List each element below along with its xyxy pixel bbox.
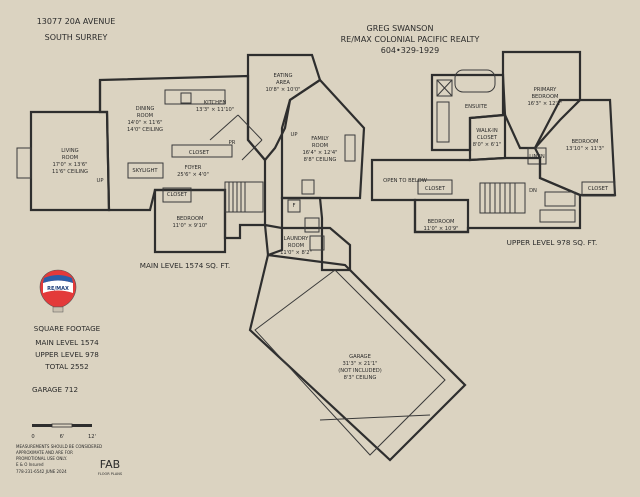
family-label-3: 16'4" × 12'4" [302, 150, 337, 156]
dining-label-2: ROOM [137, 113, 153, 119]
sqft-title: SQUARE FOOTAGE [34, 324, 101, 333]
upper-room-labels: PRIMARY BEDROOM 16'3" × 12'1" ENSUITE WA… [383, 87, 609, 232]
dining-label-1: DINING [136, 106, 155, 112]
bedroom2-label-1: BEDROOM [571, 139, 598, 145]
closet2-label: CLOSET [167, 192, 188, 198]
laundry-label-2: ROOM [288, 243, 304, 249]
upper-stairs [479, 182, 526, 214]
living-label-4: 11'6" CEILING [52, 169, 88, 175]
walkin-label-2: CLOSET [477, 135, 498, 141]
kitchen-label-1: KITCHEN [204, 100, 227, 106]
upper-bedroom3-walls [413, 198, 470, 234]
walkin-label-1: WALK-IN [476, 128, 498, 134]
disclaimer-line-5: 778-231-6542 JUNE 2024 [16, 469, 67, 474]
upper-level-plan [370, 50, 617, 234]
main-stairs [224, 181, 264, 213]
sqft-total: TOTAL 2552 [44, 362, 88, 371]
scale-label-0: 0 [31, 434, 34, 440]
fab-brand-logo: FAB FLOOR PLANS [98, 458, 123, 476]
scale-label-6: 6' [60, 434, 65, 440]
scale-bar: 0 6' 12' [31, 423, 96, 440]
agent-phone: 604•329-1929 [381, 46, 440, 55]
disclaimer-line-4: E & O Insured [16, 462, 44, 467]
main-bedroom-walls [153, 188, 227, 254]
logo-text: RE/MAX [47, 286, 69, 292]
walkin-label-3: 8'0" × 6'1" [473, 142, 501, 148]
family-label-2: ROOM [312, 143, 328, 149]
primary-label-2: BEDROOM [531, 94, 558, 100]
bedroom2-label-2: 13'10" × 11'3" [566, 146, 604, 152]
open-to-below-label: OPEN TO BELOW [383, 178, 427, 184]
foyer-label-1: FOYER [185, 165, 202, 171]
kitchen-label-2: 13'3" × 11'10" [196, 107, 234, 113]
dining-label-3: 14'0" × 11'6" [127, 120, 162, 126]
f-label: F [293, 203, 296, 209]
linen-label: LINEN [529, 154, 545, 160]
upper-level-label: UPPER LEVEL 978 SQ. FT. [507, 238, 598, 247]
brand-name: FAB [100, 458, 120, 471]
eating-label-1: EATING [273, 73, 292, 79]
living-label-1: LIVING [61, 148, 78, 154]
family-label-1: FAMILY [311, 136, 329, 142]
primary-label-1: PRIMARY [534, 87, 558, 93]
dn-label: DN [529, 188, 537, 194]
pr-label: PR [229, 140, 236, 146]
eating-label-2: AREA [276, 80, 290, 86]
sqft-main: MAIN LEVEL 1574 [35, 338, 99, 347]
sqft-garage: GARAGE 712 [32, 385, 78, 394]
garage-walls [248, 253, 467, 462]
garage-plan [248, 253, 467, 462]
hall-walls [263, 223, 284, 257]
disclaimer-line-3: PROMOTIONAL USE ONLY. [16, 456, 67, 461]
upper-closet2-label: CLOSET [588, 186, 609, 192]
foyer-label-2: 25'6" × 4'0" [177, 172, 209, 178]
garage-labels: GARAGE 31'3" × 21'1" (NOT INCLUDED) 8'3"… [338, 354, 382, 381]
dining-label-4: 14'0" CEILING [127, 127, 163, 133]
garage-label-4: 8'3" CEILING [344, 375, 377, 381]
main-room-labels: LIVING ROOM 17'0" × 13'6" 11'6" CEILING … [52, 73, 338, 256]
address-line1: 13077 20A AVENUE [37, 17, 116, 26]
skylight-label: SKYLIGHT [132, 168, 158, 174]
address-line2: SOUTH SURREY [45, 33, 108, 42]
laundry-label-1: LAUNDRY [284, 236, 310, 242]
remax-logo: RE/MAX [39, 269, 77, 313]
bedroom-label-2: 11'0" × 9'10" [172, 223, 207, 229]
bedroom3-label-2: 11'0" × 10'9" [423, 226, 458, 232]
main-level-label: MAIN LEVEL 1574 SQ. FT. [140, 261, 230, 270]
up-label-1: UP [97, 178, 104, 184]
bedroom-label-1: BEDROOM [176, 216, 203, 222]
garage-label-2: 31'3" × 21'1" [342, 361, 377, 367]
agent-company: RE/MAX COLONIAL PACIFIC REALTY [341, 35, 480, 44]
up-label-2: UP [291, 132, 298, 138]
primary-label-3: 16'3" × 12'1" [527, 101, 562, 107]
scale-label-12: 12' [88, 434, 96, 440]
agent-name: GREG SWANSON [367, 24, 434, 33]
living-label-3: 17'0" × 13'6" [52, 162, 87, 168]
upper-closet-label: CLOSET [425, 186, 446, 192]
disclaimer-line-2: APPROXIMATE AND ARE FOR [16, 450, 73, 455]
laundry-label-3: 11'0" × 8'2" [280, 250, 312, 256]
brand-sub: FLOOR PLANS [98, 472, 123, 476]
closet-label: CLOSET [189, 150, 210, 156]
family-label-4: 8'8" CEILING [304, 157, 337, 163]
garage-label-3: (NOT INCLUDED) [338, 368, 382, 374]
square-footage-block: SQUARE FOOTAGE MAIN LEVEL 1574 UPPER LEV… [32, 324, 101, 394]
garage-label-1: GARAGE [349, 354, 371, 360]
sqft-upper: UPPER LEVEL 978 [35, 350, 99, 359]
ensuite-label: ENSUITE [465, 104, 487, 110]
disclaimer: MEASUREMENTS SHOULD BE CONSIDERED APPROX… [16, 444, 102, 474]
bedroom3-label-1: BEDROOM [427, 219, 454, 225]
living-label-2: ROOM [62, 155, 78, 161]
eating-area-walls [246, 53, 322, 162]
eating-label-3: 10'8" × 10'0" [265, 87, 300, 93]
disclaimer-line-1: MEASUREMENTS SHOULD BE CONSIDERED [16, 444, 102, 449]
